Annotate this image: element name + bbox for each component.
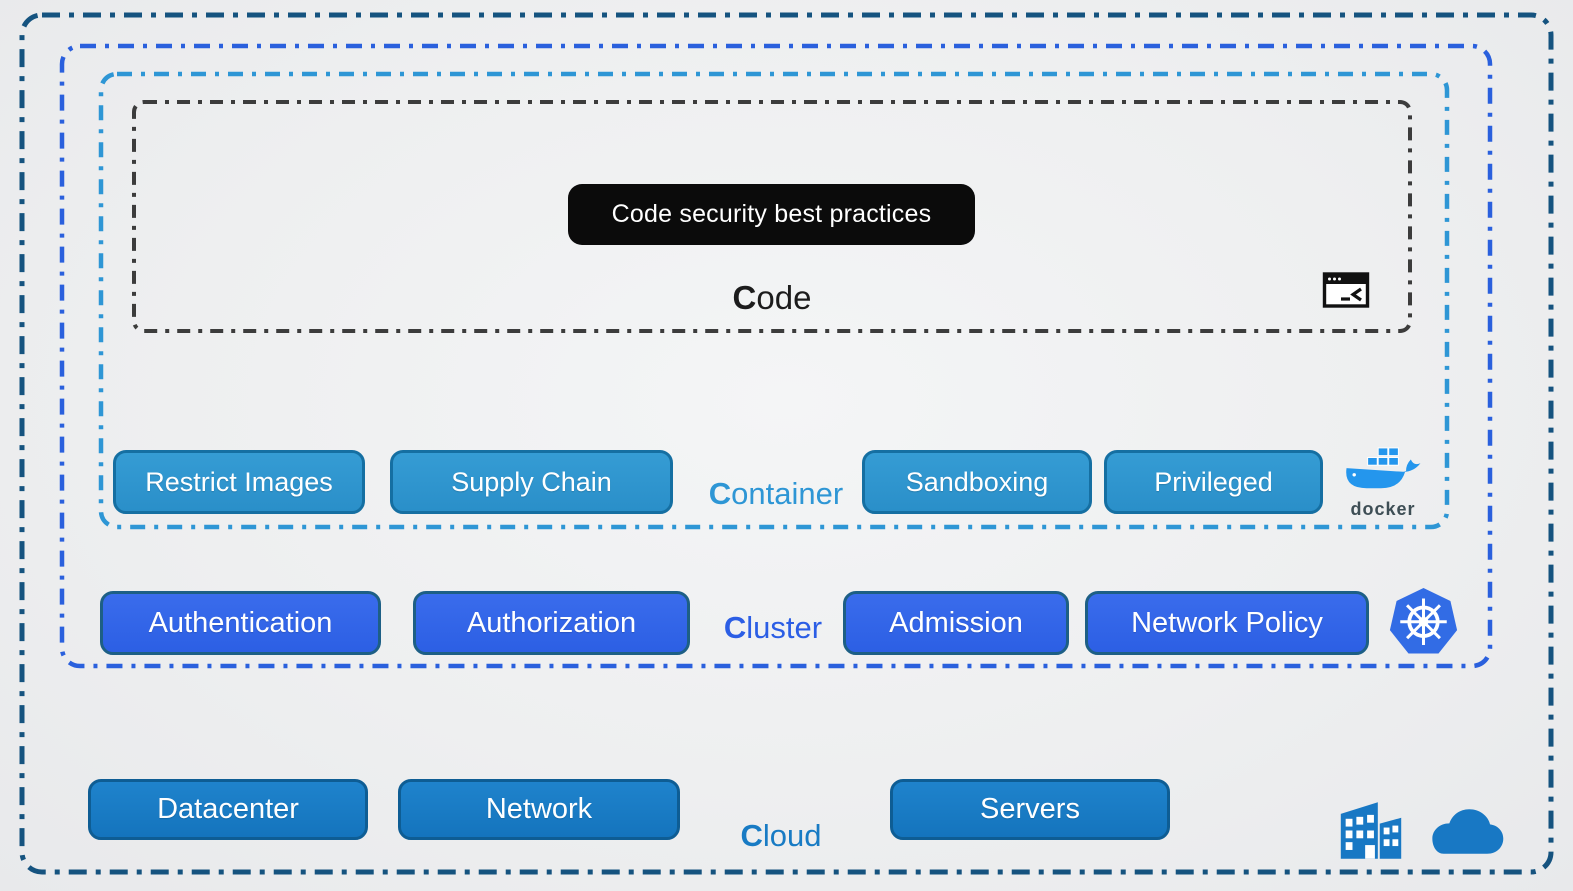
docker-logo: docker bbox=[1336, 446, 1430, 518]
docker-wordmark: docker bbox=[1350, 499, 1416, 519]
pill-sandboxing: Sandboxing bbox=[862, 450, 1092, 514]
code-banner: Code security best practices bbox=[568, 184, 975, 245]
pill-network: Network bbox=[398, 779, 680, 840]
cloud-icon bbox=[1432, 809, 1504, 854]
pill-supply-chain: Supply Chain bbox=[390, 450, 673, 514]
docker-whale-icon bbox=[1346, 447, 1421, 489]
pill-network-policy: Network Policy bbox=[1085, 591, 1369, 655]
pill-authentication: Authentication bbox=[100, 591, 381, 655]
code-layer-label: Code bbox=[732, 279, 812, 316]
pill-admission: Admission bbox=[843, 591, 1069, 655]
kubernetes-logo bbox=[1389, 588, 1458, 654]
pill-privileged: Privileged bbox=[1104, 450, 1323, 514]
pill-restrict-images: Restrict Images bbox=[113, 450, 365, 514]
datacenter-building-icon bbox=[1340, 802, 1402, 859]
pill-servers: Servers bbox=[890, 779, 1170, 840]
cloud-layer-label: Cloud bbox=[740, 818, 822, 853]
cloud-layer-border bbox=[19, 12, 1554, 875]
cluster-layer-border bbox=[59, 43, 1493, 669]
pill-authorization: Authorization bbox=[413, 591, 690, 655]
container-layer-label: Container bbox=[708, 476, 844, 511]
pill-datacenter: Datacenter bbox=[88, 779, 368, 840]
cluster-layer-label: Cluster bbox=[723, 610, 823, 645]
terminal-window-icon bbox=[1322, 272, 1370, 308]
